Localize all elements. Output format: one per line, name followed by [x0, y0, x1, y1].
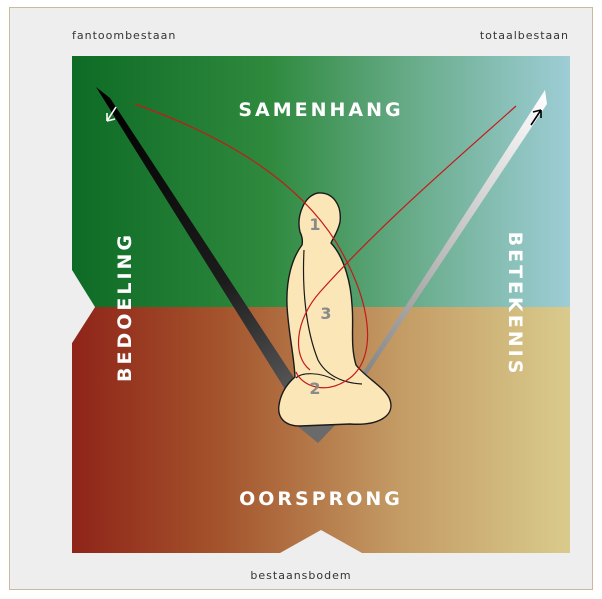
figure-point-2: 2 [309, 379, 320, 398]
figure-point-3: 3 [320, 304, 331, 323]
figure-point-1: 1 [309, 215, 320, 234]
zone-label-samenhang: SAMENHANG [238, 99, 403, 121]
zone-label-bedoeling: BEDOELING [114, 232, 136, 382]
zone-label-oorsprong: OORSPRONG [239, 488, 403, 510]
zone-label-betekenis: BETEKENIS [504, 232, 526, 377]
